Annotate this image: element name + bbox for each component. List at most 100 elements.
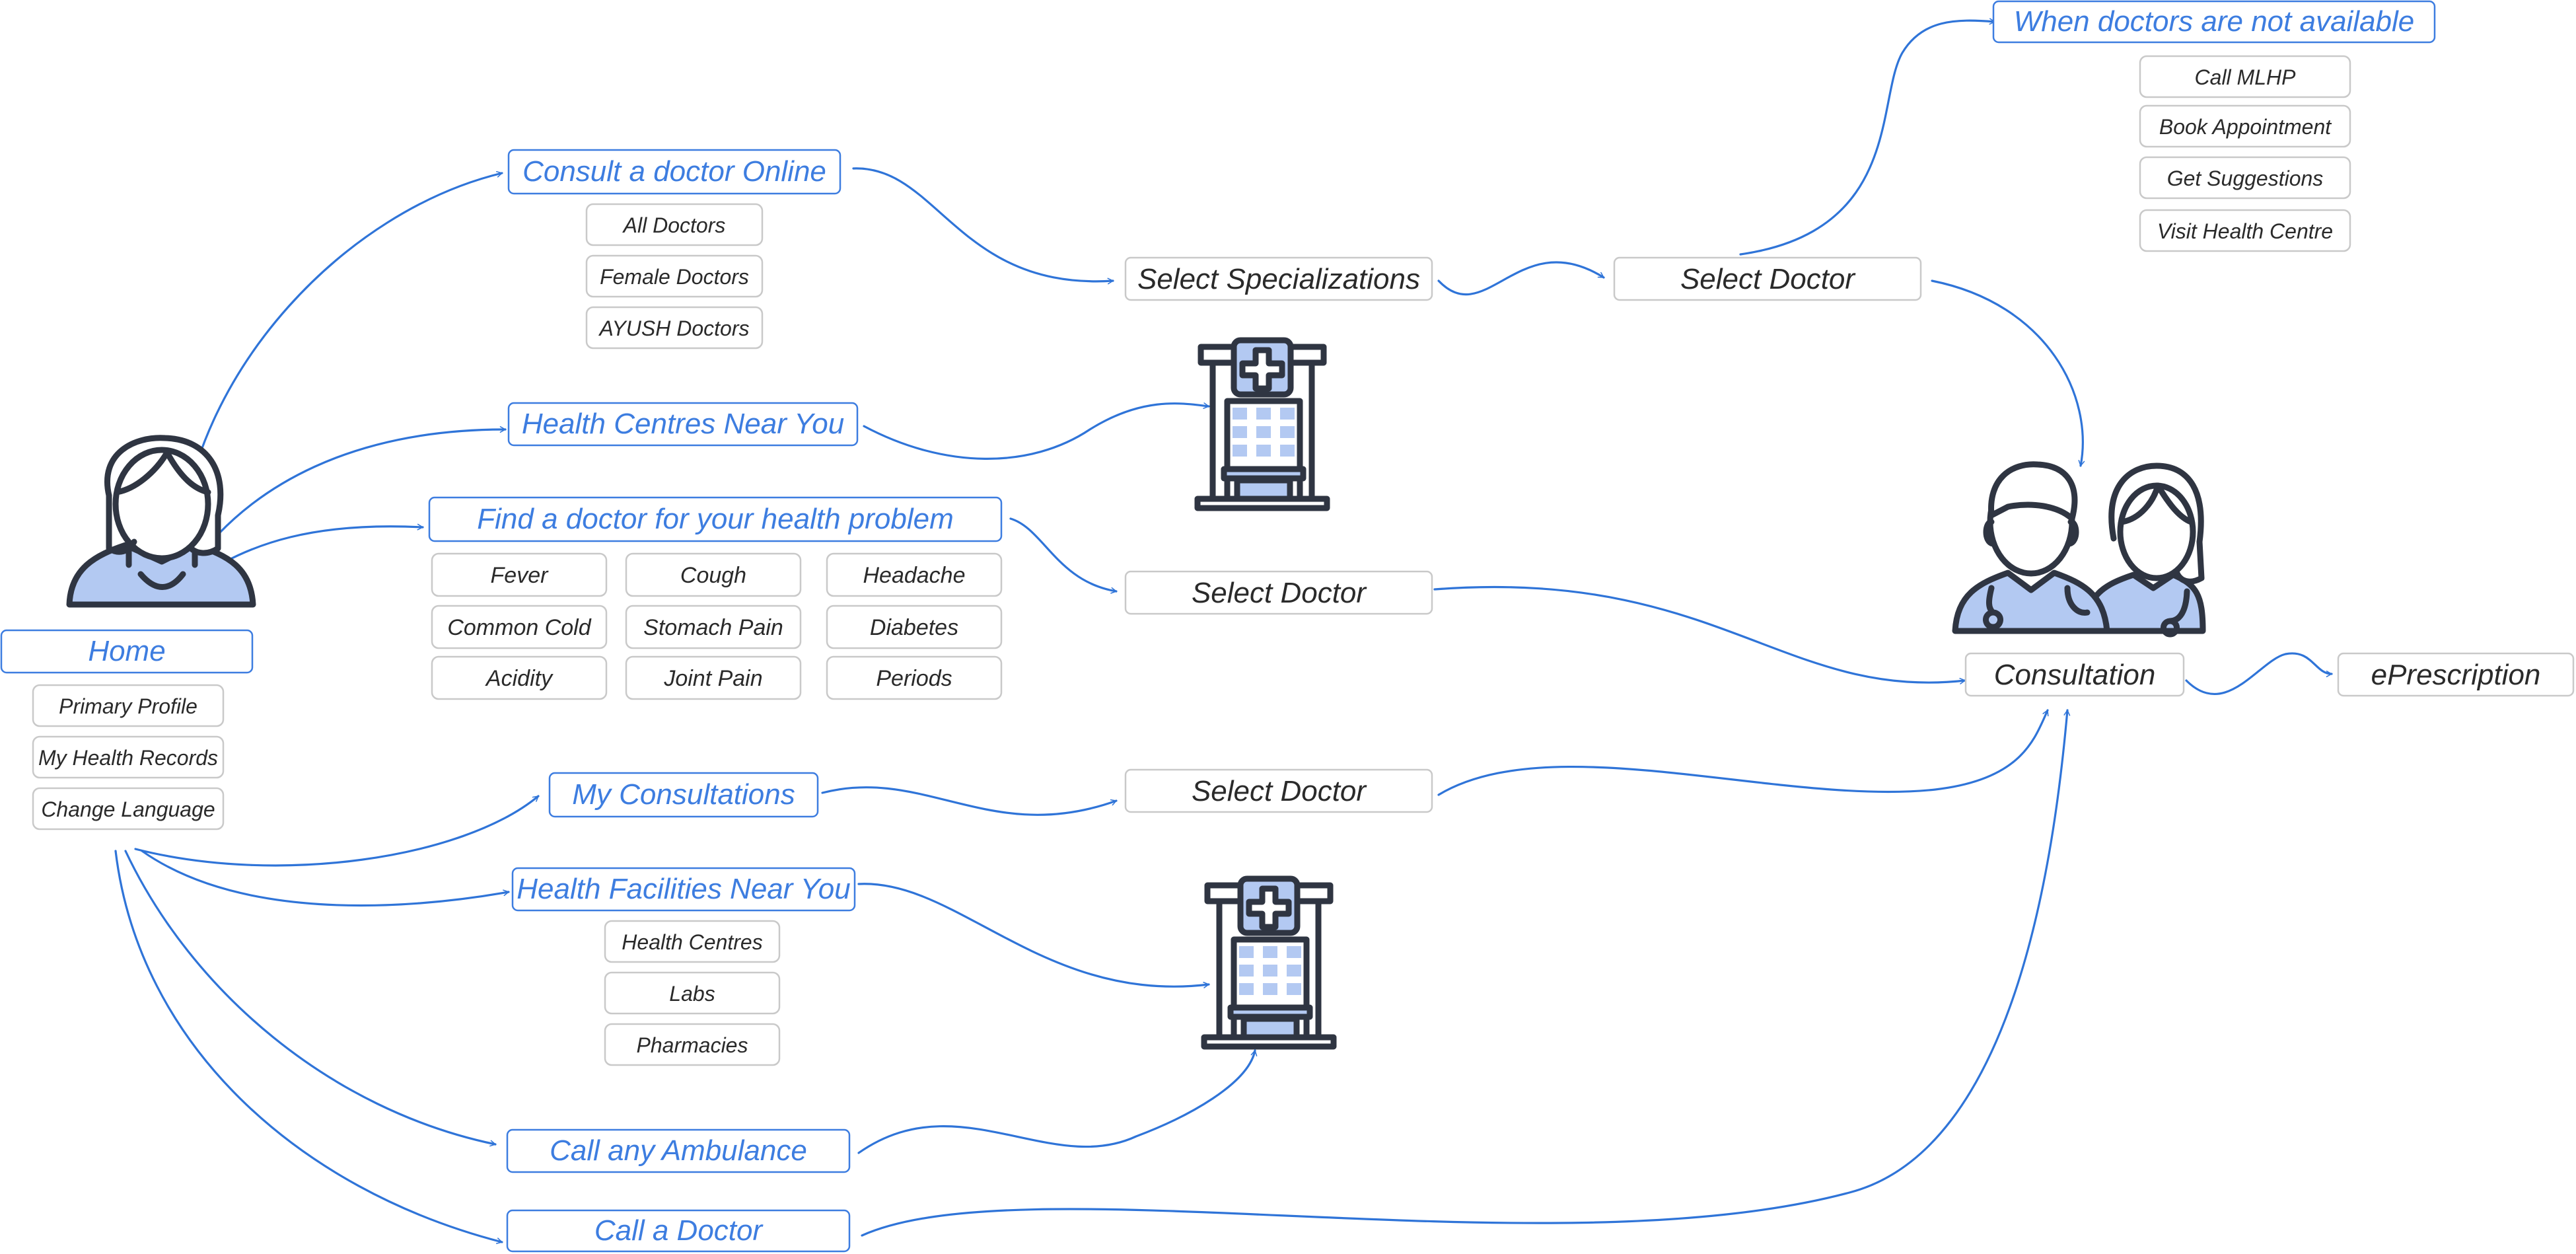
problem-item[interactable]: Acidity: [431, 655, 608, 700]
node-eprescription[interactable]: ePrescription: [2337, 652, 2575, 697]
problem-item[interactable]: Fever: [431, 552, 608, 597]
svg-text:Visit Health Centre: Visit Health Centre: [2157, 219, 2333, 243]
node-health-facilities[interactable]: Health Facilities Near You: [511, 867, 856, 912]
problem-item[interactable]: Common Cold: [431, 605, 608, 649]
option-item[interactable]: Pharmacies: [604, 1023, 781, 1066]
svg-text:Periods: Periods: [876, 666, 952, 691]
node-consult-online[interactable]: Consult a doctor Online: [507, 149, 841, 195]
svg-text:Select Doctor: Select Doctor: [1192, 775, 1367, 807]
svg-text:Call any Ambulance: Call any Ambulance: [550, 1134, 807, 1167]
health-problem-grid: Fever Cough Headache Common Cold Stomach…: [431, 552, 1003, 700]
svg-text:Change Language: Change Language: [41, 797, 215, 821]
option-item[interactable]: Female Doctors: [585, 254, 764, 298]
problem-item[interactable]: Stomach Pain: [625, 605, 802, 649]
svg-text:Select Doctor: Select Doctor: [1192, 577, 1367, 609]
home-menu: Primary Profile My Health Records Change…: [32, 684, 225, 830]
edge-facilities-to-hospital: [857, 883, 1210, 988]
svg-text:Fever: Fever: [491, 563, 550, 588]
svg-text:When doctors are not available: When doctors are not available: [2014, 5, 2415, 38]
problem-item[interactable]: Cough: [625, 552, 802, 597]
svg-text:Health Centres: Health Centres: [622, 930, 762, 954]
problem-item[interactable]: Diabetes: [826, 605, 1003, 649]
svg-text:My Health Records: My Health Records: [38, 746, 218, 770]
option-item[interactable]: Get Suggestions: [2139, 156, 2351, 200]
svg-text:Get Suggestions: Get Suggestions: [2167, 166, 2324, 190]
node-select-doctor-top[interactable]: Select Doctor: [1613, 256, 1922, 301]
problem-item[interactable]: Joint Pain: [625, 655, 802, 700]
node-health-centres-near[interactable]: Health Centres Near You: [507, 402, 859, 447]
svg-text:Select Specializations: Select Specializations: [1137, 263, 1420, 295]
edge-health-centres-to-hospital: [863, 402, 1210, 460]
svg-text:Cough: Cough: [680, 563, 746, 588]
doctors-icon: [1952, 461, 2206, 638]
option-item[interactable]: Call MLHP: [2139, 55, 2351, 98]
home-label: Home: [88, 635, 165, 667]
edge-find-doctor-to-select-doctor: [1009, 517, 1118, 594]
edge-consultation-to-eprescription: [2185, 652, 2333, 696]
not-available-options: Call MLHP Book Appointment Get Suggestio…: [2139, 55, 2351, 252]
svg-text:Health Centres Near You: Health Centres Near You: [522, 408, 844, 440]
edge-specializations-to-select-doctor: [1437, 261, 1605, 296]
hospital-icon: [1194, 337, 1330, 511]
svg-text:ePrescription: ePrescription: [2371, 659, 2541, 691]
svg-text:My Consultations: My Consultations: [572, 778, 795, 811]
edge-call-doctor-to-consultation: [861, 709, 2071, 1237]
svg-text:Joint Pain: Joint Pain: [663, 666, 762, 691]
svg-text:Call MLHP: Call MLHP: [2195, 65, 2297, 89]
consult-online-options: All Doctors Female Doctors AYUSH Doctors: [585, 203, 764, 350]
edge-home-to-ambulance: [124, 850, 497, 1147]
edge-select-doctor-to-doctors: [1931, 279, 2085, 467]
option-item[interactable]: Visit Health Centre: [2139, 209, 2351, 252]
edge-home-to-consult-online: [180, 170, 503, 536]
patient-icon: [66, 435, 256, 608]
edge-home-to-call-doctor: [114, 850, 503, 1244]
svg-text:Find a doctor for your health: Find a doctor for your health problem: [477, 503, 954, 535]
svg-text:Health Facilities Near You: Health Facilities Near You: [517, 873, 850, 905]
svg-text:Stomach Pain: Stomach Pain: [643, 615, 783, 640]
edge-my-consultations-to-select-doctor: [821, 786, 1118, 816]
hospital-icon: [1201, 875, 1337, 1050]
svg-text:Common Cold: Common Cold: [447, 615, 591, 640]
svg-text:Primary Profile: Primary Profile: [59, 694, 197, 718]
edges: [114, 18, 2333, 1244]
problem-item[interactable]: Headache: [826, 552, 1003, 597]
node-my-consultations[interactable]: My Consultations: [548, 772, 819, 818]
edge-consult-to-specializations: [852, 167, 1114, 285]
home-item[interactable]: Change Language: [32, 787, 225, 830]
svg-text:Acidity: Acidity: [485, 666, 554, 691]
node-find-doctor[interactable]: Find a doctor for your health problem: [428, 496, 1003, 542]
node-select-doctor-low[interactable]: Select Doctor: [1124, 768, 1433, 813]
node-select-doctor-mid[interactable]: Select Doctor: [1124, 570, 1433, 615]
svg-text:Consult a doctor Online: Consult a doctor Online: [522, 155, 826, 188]
edge-select-doctor-to-not-available: [1739, 18, 1996, 256]
svg-text:Book Appointment: Book Appointment: [2159, 115, 2332, 139]
edge-select-doctor-mid-to-consultation: [1433, 585, 1966, 684]
option-item[interactable]: All Doctors: [585, 203, 764, 246]
node-call-ambulance[interactable]: Call any Ambulance: [506, 1128, 851, 1173]
edge-ambulance-to-hospital: [857, 1049, 1258, 1154]
home-item[interactable]: My Health Records: [32, 735, 225, 779]
svg-text:Select Doctor: Select Doctor: [1680, 263, 1856, 295]
option-item[interactable]: Labs: [604, 971, 781, 1015]
svg-text:Pharmacies: Pharmacies: [637, 1033, 748, 1057]
option-item[interactable]: Health Centres: [604, 920, 781, 963]
node-call-doctor[interactable]: Call a Doctor: [506, 1209, 851, 1253]
edge-home-to-health-facilities: [141, 850, 510, 907]
node-consultation[interactable]: Consultation: [1964, 652, 2185, 697]
svg-text:Headache: Headache: [863, 563, 965, 588]
svg-text:All Doctors: All Doctors: [622, 213, 726, 237]
svg-text:Consultation: Consultation: [1994, 659, 2156, 691]
problem-item[interactable]: Periods: [826, 655, 1003, 700]
home-item[interactable]: Primary Profile: [32, 684, 225, 727]
edge-home-to-my-consultations: [134, 795, 540, 867]
node-select-specializations[interactable]: Select Specializations: [1124, 256, 1433, 301]
option-item[interactable]: AYUSH Doctors: [585, 306, 764, 350]
svg-text:AYUSH Doctors: AYUSH Doctors: [598, 316, 749, 340]
facility-options: Health Centres Labs Pharmacies: [604, 920, 781, 1066]
option-item[interactable]: Book Appointment: [2139, 104, 2351, 148]
svg-text:Diabetes: Diabetes: [870, 615, 958, 640]
node-home[interactable]: Home: [0, 629, 254, 674]
edge-select-doctor-low-to-consultation: [1437, 709, 2049, 796]
node-not-available[interactable]: When doctors are not available: [1992, 0, 2436, 44]
